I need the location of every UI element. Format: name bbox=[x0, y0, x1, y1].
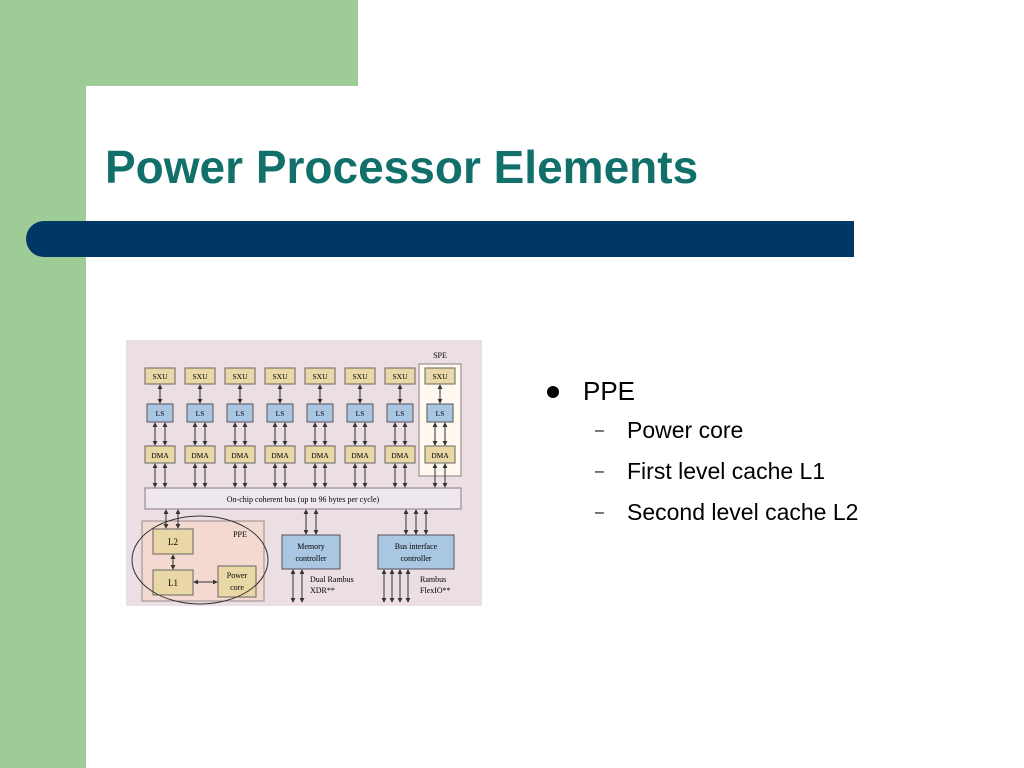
ppe-block-label: PPE bbox=[233, 530, 247, 539]
dma-label: DMA bbox=[191, 451, 209, 460]
ls-label: LS bbox=[156, 409, 165, 418]
dma-box bbox=[144, 445, 176, 464]
coherent-bus bbox=[144, 487, 462, 510]
dma-label: DMA bbox=[391, 451, 409, 460]
rambus-flexio-label-line1: Rambus bbox=[420, 575, 446, 584]
ls-box bbox=[346, 403, 374, 423]
ls-box bbox=[146, 403, 174, 423]
dma-label: DMA bbox=[431, 451, 449, 460]
dual-rambus-label-line2: XDR** bbox=[310, 586, 335, 595]
dma-box bbox=[264, 445, 296, 464]
title-underline-bar bbox=[26, 221, 854, 257]
ppe-highlight-circle bbox=[131, 515, 269, 605]
sxu-box bbox=[184, 367, 216, 385]
ls-box bbox=[266, 403, 294, 423]
bus-interface-label-line1: Bus interface bbox=[395, 542, 438, 551]
sxu-box bbox=[224, 367, 256, 385]
ls-box bbox=[386, 403, 414, 423]
ls-label: LS bbox=[436, 409, 445, 418]
sxu-box bbox=[344, 367, 376, 385]
ls-label: LS bbox=[356, 409, 365, 418]
power-core-label-line2: core bbox=[230, 583, 244, 592]
sxu-label: SXU bbox=[232, 372, 248, 381]
sxu-label: SXU bbox=[312, 372, 328, 381]
dma-box bbox=[224, 445, 256, 464]
sub-bullet-l1: – First level cache L1 bbox=[545, 451, 1005, 492]
sxu-label: SXU bbox=[272, 372, 288, 381]
dual-rambus-label-line1: Dual Rambus bbox=[310, 575, 354, 584]
spe-columns: SPE SXU LS DMA SXU LS DMA SXU LS DMA SXU LS DMA SXU LS… bbox=[144, 351, 462, 488]
sxu-box bbox=[424, 367, 456, 385]
dma-label: DMA bbox=[311, 451, 329, 460]
l1-cache-box bbox=[152, 569, 194, 596]
ls-label: LS bbox=[316, 409, 325, 418]
sxu-box bbox=[384, 367, 416, 385]
dma-label: DMA bbox=[231, 451, 249, 460]
ls-label: LS bbox=[196, 409, 205, 418]
top-accent-band bbox=[0, 0, 358, 86]
sxu-box bbox=[264, 367, 296, 385]
sub-bullet-text: First level cache L1 bbox=[627, 458, 826, 484]
sxu-box bbox=[304, 367, 336, 385]
cell-processor-diagram: SPE SXU LS DMA SXU LS DMA SXU LS DMA SXU LS DMA SXU LS… bbox=[126, 340, 482, 606]
ls-box bbox=[306, 403, 334, 423]
power-core-box bbox=[217, 565, 257, 598]
memory-controller-box bbox=[281, 534, 341, 570]
ls-label: LS bbox=[396, 409, 405, 418]
l2-cache-label: L2 bbox=[168, 537, 178, 547]
ls-label: LS bbox=[236, 409, 245, 418]
spe-label: SPE bbox=[433, 351, 447, 360]
memory-controller-label-line2: controller bbox=[295, 554, 326, 563]
sxu-label: SXU bbox=[352, 372, 368, 381]
ls-box bbox=[426, 403, 454, 423]
dash-icon: – bbox=[595, 504, 604, 521]
dash-icon: – bbox=[595, 422, 604, 439]
sxu-box bbox=[144, 367, 176, 385]
dma-box bbox=[384, 445, 416, 464]
slide-title: Power Processor Elements bbox=[105, 141, 699, 193]
sub-bullet-l2: – Second level cache L2 bbox=[545, 492, 1005, 533]
ls-box bbox=[226, 403, 254, 423]
bullet-dot-icon bbox=[547, 386, 559, 398]
dma-box bbox=[424, 445, 456, 464]
dma-label: DMA bbox=[271, 451, 289, 460]
sxu-label: SXU bbox=[432, 372, 448, 381]
l2-cache-box bbox=[152, 528, 194, 555]
dma-label: DMA bbox=[151, 451, 169, 460]
memory-controller-label-line1: Memory bbox=[297, 542, 325, 551]
sxu-label: SXU bbox=[152, 372, 168, 381]
ls-label: LS bbox=[276, 409, 285, 418]
bullet-ppe: PPE bbox=[545, 372, 1005, 410]
dma-box bbox=[304, 445, 336, 464]
bus-interface-controller-box bbox=[377, 534, 455, 570]
dash-icon: – bbox=[595, 463, 604, 480]
ls-box bbox=[186, 403, 214, 423]
rambus-flexio-label-line2: FlexIO** bbox=[420, 586, 451, 595]
sxu-label: SXU bbox=[392, 372, 408, 381]
power-core-label-line1: Power bbox=[227, 571, 248, 580]
dma-box bbox=[344, 445, 376, 464]
diagram-canvas: SPE SXU LS DMA SXU LS DMA SXU LS DMA SXU LS DMA SXU LS… bbox=[131, 351, 462, 605]
dma-label: DMA bbox=[351, 451, 369, 460]
sub-bullet-text: Power core bbox=[627, 417, 744, 443]
bullet-ppe-text: PPE bbox=[583, 376, 636, 406]
bus-interface-label-line2: controller bbox=[400, 554, 431, 563]
dma-box bbox=[184, 445, 216, 464]
side-accent-band bbox=[0, 0, 86, 768]
l1-cache-label: L1 bbox=[168, 578, 178, 588]
sxu-label: SXU bbox=[192, 372, 208, 381]
coherent-bus-label: On-chip coherent bus (up to 96 bytes per… bbox=[227, 495, 380, 504]
sub-bullet-power-core: – Power core bbox=[545, 410, 1005, 451]
bullet-list: PPE – Power core – First level cache L1 … bbox=[545, 372, 1005, 533]
sub-bullet-text: Second level cache L2 bbox=[627, 499, 859, 525]
